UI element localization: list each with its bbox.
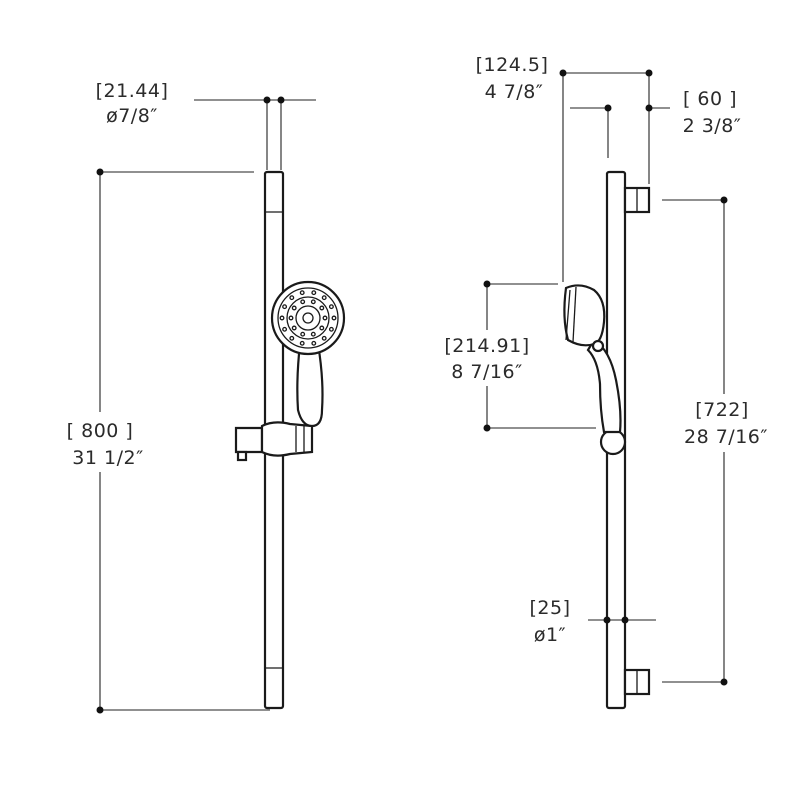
mount-spacing-mm: [722] <box>695 399 749 421</box>
spray-nozzle <box>311 290 317 296</box>
spray-nozzle <box>300 331 306 337</box>
spray-nozzle <box>282 326 288 332</box>
spray-nozzle <box>311 340 317 346</box>
spray-nozzle <box>282 304 288 310</box>
head-height-inch: 8 7/16″ <box>451 361 522 383</box>
bar-length-mm: [ 800 ] <box>67 420 134 442</box>
hand-shower-side <box>563 284 622 434</box>
bar-diameter-inch: ø7/8″ <box>106 105 158 127</box>
offset-mm: [124.5] <box>476 54 549 76</box>
spray-nozzle <box>289 335 295 341</box>
front-view: [21.44] ø7/8″ [ 800 ] 31 1/2″ <box>52 80 346 714</box>
spray-nozzle <box>322 315 328 321</box>
offset-inch: 4 7/8″ <box>485 81 544 103</box>
mount-spacing-inch: 28 7/16″ <box>684 426 768 448</box>
side-diameter-inch: ø1″ <box>534 624 566 646</box>
slider-holder <box>234 421 314 462</box>
hand-shower-front <box>270 280 346 428</box>
spray-nozzle <box>310 299 316 305</box>
spray-nozzle <box>319 305 325 311</box>
spray-nozzle <box>300 299 306 305</box>
spray-nozzle <box>328 304 334 310</box>
spray-nozzle <box>288 315 294 321</box>
spray-nozzle <box>319 325 325 331</box>
spray-nozzle <box>291 305 297 311</box>
spray-nozzle <box>321 295 327 301</box>
spray-nozzle <box>321 335 327 341</box>
spray-nozzle <box>310 331 316 337</box>
side-view: [124.5] 4 7/8″ [ 60 ] 2 3/8″ [214.91] 8 … <box>444 54 768 710</box>
spray-nozzle <box>299 340 305 346</box>
bar-length-inch: 31 1/2″ <box>72 447 143 469</box>
spray-nozzle <box>291 325 297 331</box>
spray-nozzle <box>289 295 295 301</box>
head-height-mm: [214.91] <box>444 335 529 357</box>
bar-diameter-mm: [21.44] <box>96 80 169 102</box>
spray-nozzle <box>328 326 334 332</box>
side-diameter-mm: [25] <box>529 597 570 619</box>
bracket-inch: 2 3/8″ <box>683 115 742 137</box>
spray-nozzle <box>299 290 305 296</box>
spray-nozzle <box>279 315 285 321</box>
bracket-mm: [ 60 ] <box>683 88 737 110</box>
spray-nozzle <box>331 315 337 321</box>
